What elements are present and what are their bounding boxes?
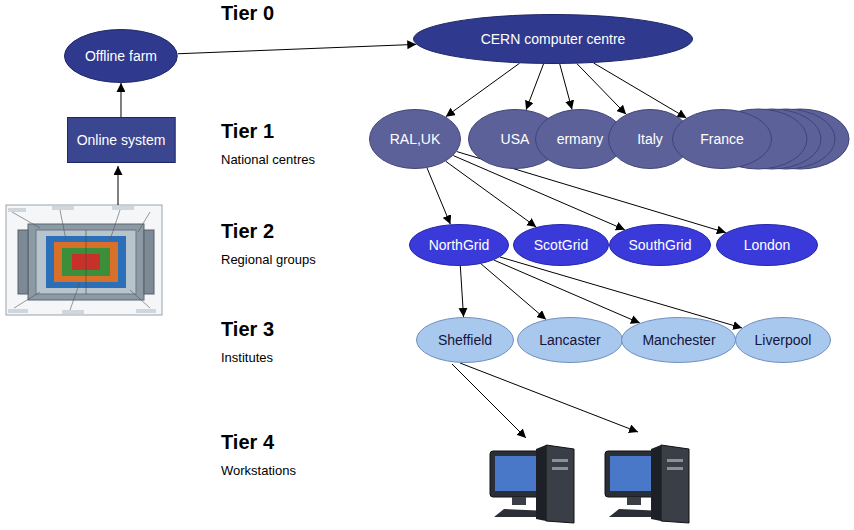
tier-description: National centres	[221, 152, 315, 167]
connector-arrow	[453, 156, 625, 230]
node-label: Manchester	[642, 332, 715, 348]
tier-heading: Tier 4	[221, 431, 274, 454]
regional-group: ScotGrid	[513, 224, 609, 266]
tier-heading: Tier 2	[221, 220, 274, 243]
system-box: Online system	[67, 117, 176, 163]
ellipse-shape	[65, 30, 178, 83]
ellipse-shape	[717, 225, 818, 266]
ellipse-shape	[518, 318, 623, 363]
tier-heading: Tier 0	[221, 2, 274, 25]
connector-arrow	[481, 264, 546, 320]
ellipse-shape	[736, 318, 831, 363]
tier-description: Institutes	[221, 350, 273, 365]
workstation-icon	[605, 445, 689, 523]
node-label: ermany	[557, 131, 604, 147]
tier-heading: Tier 3	[221, 318, 274, 341]
connector-arrow	[446, 63, 520, 116]
national-centre: RAL,UK	[369, 109, 461, 169]
connector-arrow	[460, 266, 463, 317]
node-label: RAL,UK	[390, 131, 441, 147]
ellipse-shape	[417, 318, 514, 363]
node-label: Italy	[637, 131, 663, 147]
regional-group: NorthGrid	[409, 224, 509, 266]
ellipse-shape	[514, 225, 609, 266]
data-flow-arrow	[118, 166, 119, 205]
institute: Liverpool	[735, 317, 831, 363]
node-label: Offline farm	[85, 48, 157, 64]
data-flow-arrow	[460, 363, 638, 432]
tier-heading: Tier 1	[221, 120, 274, 143]
node-label: ScotGrid	[534, 237, 588, 253]
connector-arrow	[577, 64, 626, 115]
node-label: USA	[501, 131, 530, 147]
national-centre: France	[672, 109, 772, 169]
node-label: NorthGrid	[429, 237, 490, 253]
tier-description: Workstations	[221, 463, 296, 478]
institute: Manchester	[621, 317, 736, 363]
regional-group: SouthGrid	[609, 224, 711, 266]
workstation-icon	[490, 445, 574, 523]
ellipse-shape	[370, 110, 461, 169]
tier-description: Regional groups	[221, 252, 316, 267]
connector-arrow	[178, 44, 417, 53]
ellipse-shape	[622, 318, 736, 363]
farm-ellipse: Offline farm	[64, 29, 178, 83]
connector-arrow	[526, 64, 543, 110]
connector-arrow	[120, 83, 121, 117]
node-label: Online system	[77, 132, 166, 148]
regional-group: London	[716, 224, 818, 266]
node-label: France	[700, 131, 744, 147]
connector-arrow	[560, 64, 572, 110]
detector-illustration	[6, 205, 162, 315]
node-label: SouthGrid	[628, 237, 691, 253]
institute: Sheffield	[416, 317, 514, 363]
node-label: CERN computer centre	[481, 31, 626, 47]
institute: Lancaster	[517, 317, 623, 363]
node-label: Lancaster	[539, 332, 600, 348]
connector-arrow	[427, 168, 450, 224]
centre-ellipse: CERN computer centre	[413, 14, 693, 64]
ellipse-shape	[673, 110, 772, 169]
node-label: Sheffield	[438, 332, 492, 348]
ellipse-shape	[410, 225, 509, 266]
data-flow-arrow	[452, 364, 526, 438]
node-label: Liverpool	[755, 332, 812, 348]
ellipse-shape	[610, 225, 711, 266]
rect-shape	[67, 118, 175, 163]
node-label: London	[744, 237, 791, 253]
connector-arrow	[593, 63, 686, 118]
ellipse-shape	[414, 15, 693, 64]
connector-arrow	[500, 257, 742, 328]
